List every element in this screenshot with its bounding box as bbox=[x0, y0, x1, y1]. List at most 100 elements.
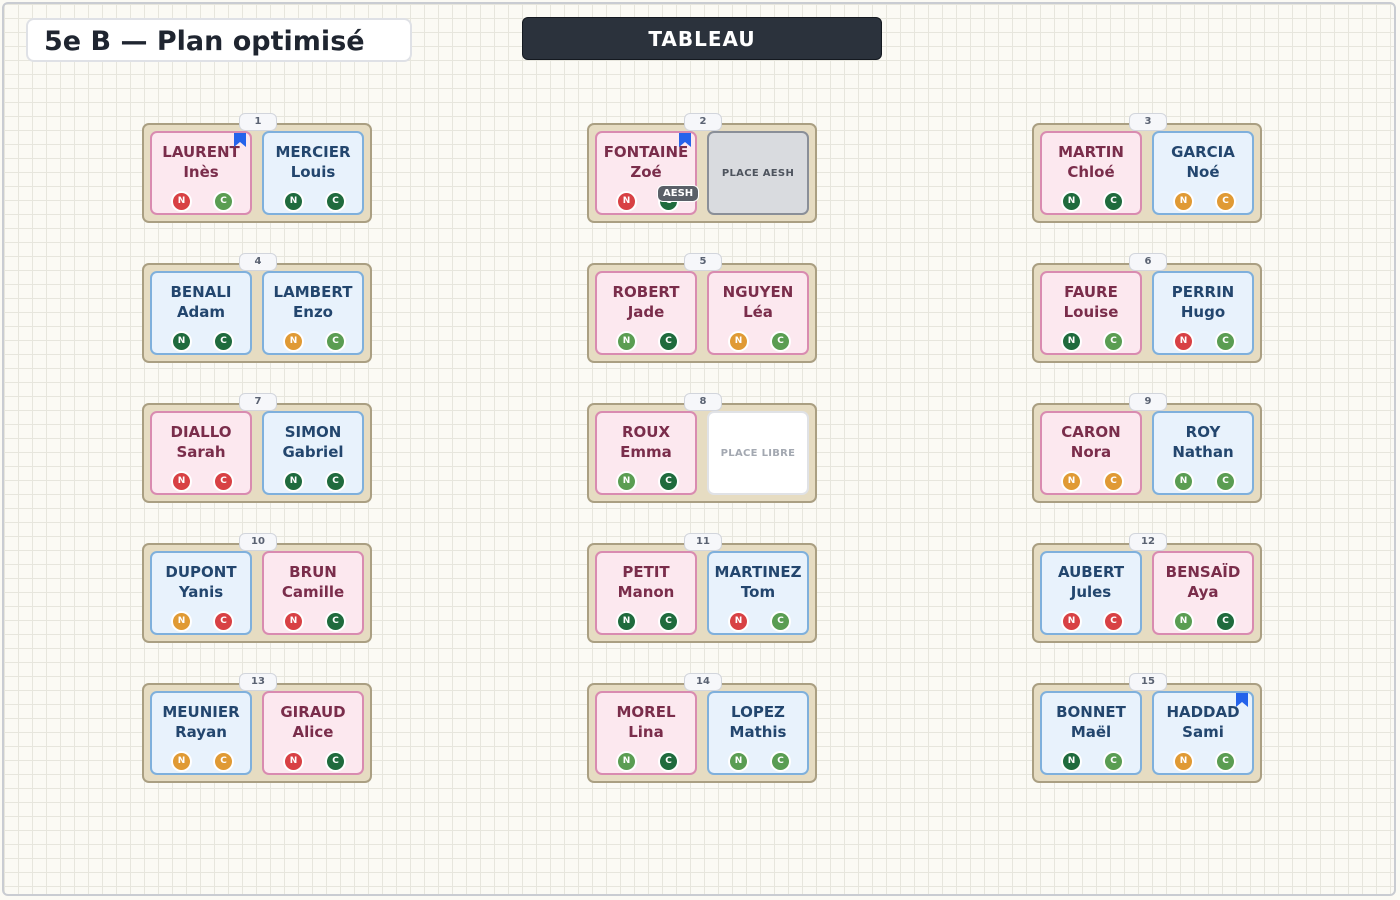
level-indicator-c: C bbox=[325, 191, 346, 212]
student-last-name: CARON bbox=[1061, 423, 1121, 441]
level-indicator-c: C bbox=[770, 751, 791, 772]
level-indicator-n: N bbox=[616, 191, 637, 212]
page-title: 5e B — Plan optimisé bbox=[26, 18, 412, 62]
level-indicator-c: C bbox=[658, 331, 679, 352]
level-indicator-c: C bbox=[658, 471, 679, 492]
student-last-name: BRUN bbox=[289, 563, 337, 581]
level-indicator-c: C bbox=[213, 611, 234, 632]
student-first-name: Aya bbox=[1187, 583, 1219, 601]
level-indicator-n: N bbox=[283, 751, 304, 772]
level-indicator-c: C bbox=[1103, 611, 1124, 632]
student-last-name: GARCIA bbox=[1171, 143, 1235, 161]
level-indicator-c: C bbox=[325, 611, 346, 632]
desk-2[interactable]: 2FONTAINEZoéNCAESHPLACE AESH bbox=[587, 113, 817, 223]
desk-number-badge: 14 bbox=[684, 673, 722, 691]
level-indicator-n: N bbox=[728, 751, 749, 772]
student-first-name: Enzo bbox=[293, 303, 333, 321]
student-first-name: Sarah bbox=[176, 443, 226, 461]
student-seat[interactable]: FONTAINEZoéNCAESH bbox=[595, 131, 700, 215]
free-seat[interactable]: PLACE LIBRE bbox=[707, 411, 809, 495]
student-last-name: MARTIN bbox=[1058, 143, 1124, 161]
level-indicator-c: C bbox=[213, 331, 234, 352]
board-label: TABLEAU bbox=[522, 17, 882, 60]
student-first-name: Zoé bbox=[630, 163, 662, 181]
student-last-name: BENSAÏD bbox=[1165, 563, 1241, 581]
bookmark-flag-icon bbox=[234, 132, 246, 147]
student-first-name: Lina bbox=[628, 723, 664, 741]
desk-number-badge: 1 bbox=[239, 113, 277, 131]
student-last-name: LOPEZ bbox=[731, 703, 785, 721]
student-first-name: Louise bbox=[1063, 303, 1119, 321]
level-indicator-n: N bbox=[1173, 611, 1194, 632]
level-indicator-c: C bbox=[1215, 191, 1236, 212]
level-indicator-c: C bbox=[1103, 191, 1124, 212]
level-indicator-n: N bbox=[1061, 471, 1082, 492]
student-last-name: HADDAD bbox=[1166, 703, 1240, 721]
desk-number-badge: 9 bbox=[1129, 393, 1167, 411]
student-last-name: ROY bbox=[1185, 423, 1221, 441]
level-indicator-n: N bbox=[1061, 191, 1082, 212]
level-indicator-n: N bbox=[1173, 331, 1194, 352]
student-last-name: MOREL bbox=[616, 703, 676, 721]
student-last-name: BENALI bbox=[170, 283, 232, 301]
student-last-name: DUPONT bbox=[165, 563, 237, 581]
aesh-seat[interactable]: PLACE AESH bbox=[707, 131, 809, 215]
student-last-name: FONTAINE bbox=[603, 143, 689, 161]
student-last-name: NGUYEN bbox=[722, 283, 794, 301]
bookmark-flag-icon bbox=[679, 132, 691, 147]
student-first-name: Tom bbox=[740, 583, 776, 601]
level-indicator-c: C bbox=[1103, 751, 1124, 772]
level-indicator-c: C bbox=[213, 471, 234, 492]
level-indicator-c: C bbox=[770, 611, 791, 632]
desk-number-badge: 11 bbox=[684, 533, 722, 551]
level-indicator-c: C bbox=[213, 751, 234, 772]
student-last-name: MARTINEZ bbox=[714, 563, 802, 581]
level-indicator-n: N bbox=[616, 751, 637, 772]
level-indicator-n: N bbox=[283, 611, 304, 632]
level-indicator-n: N bbox=[1061, 751, 1082, 772]
desk-number-badge: 3 bbox=[1129, 113, 1167, 131]
desk-number-badge: 4 bbox=[239, 253, 277, 271]
